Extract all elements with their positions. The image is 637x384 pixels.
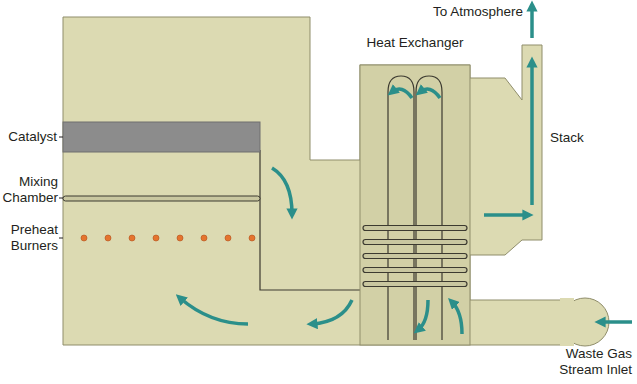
baffle-wall — [260, 150, 360, 290]
exchanger-baffles — [388, 76, 442, 340]
exchanger-tube — [363, 254, 467, 259]
flow-arrows — [180, 6, 632, 334]
exchanger-tube — [363, 282, 467, 287]
burner-dot — [177, 235, 183, 241]
exchanger-tube — [363, 226, 467, 231]
heat-exchanger-shell — [360, 65, 470, 345]
burner-dot — [105, 235, 111, 241]
part-label: Waste Gas Stream Inlet — [548, 346, 632, 378]
burner-dot — [129, 235, 135, 241]
exchanger-tubes — [363, 226, 467, 287]
mixing-tube — [63, 196, 260, 201]
exchanger-tube — [363, 268, 467, 273]
burner-dot — [201, 235, 207, 241]
housing — [63, 17, 570, 345]
part-label: Stack — [550, 130, 600, 146]
catalyst-bed — [63, 122, 260, 152]
part-label: Mixing Chamber — [1, 174, 58, 206]
exchanger-tube — [363, 240, 467, 245]
preheat-burners — [81, 235, 255, 241]
burner-dot — [249, 235, 255, 241]
burner-dot — [81, 235, 87, 241]
burner-dot — [225, 235, 231, 241]
part-label: Preheat Burners — [1, 222, 58, 254]
leader-lines — [59, 137, 63, 238]
part-label: To Atmosphere — [415, 4, 523, 20]
part-label: Heat Exchanger — [355, 35, 475, 51]
part-label: Catalyst — [2, 129, 57, 145]
burner-dot — [153, 235, 159, 241]
fan-outlet — [560, 298, 574, 346]
